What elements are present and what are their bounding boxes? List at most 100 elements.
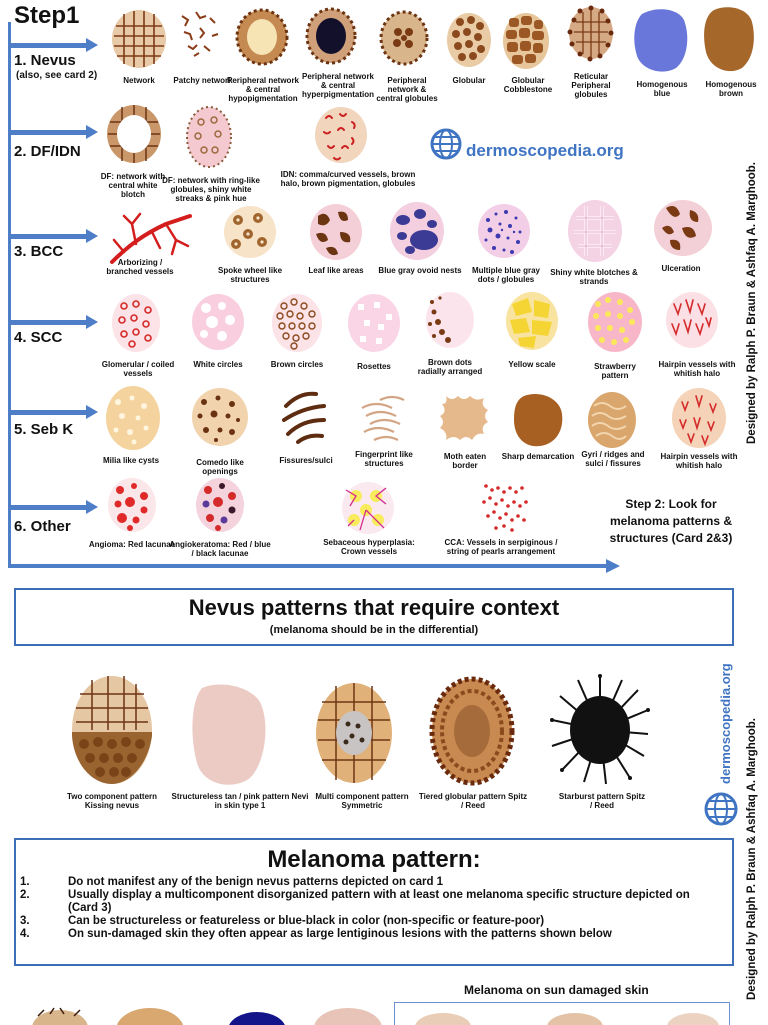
melanoma-list-item: 3.Can be structureless or featureless or… [20, 915, 720, 928]
lesion-patchy-network [181, 11, 219, 57]
melanoma-item-num: 2. [20, 889, 30, 901]
lesion-ovoid-nests [390, 202, 444, 260]
row-label-bcc: 3. BCC [14, 243, 64, 260]
caption-strawberry: Strawberry pattern [594, 362, 636, 380]
context-title: Nevus patterns that require context [188, 595, 560, 620]
lesion-spoke-wheel [224, 206, 276, 258]
caption-periph-hypo: Peripheral network & central hypopigment… [226, 76, 300, 103]
caption-starburst: Starburst pattern Spitz / Reed [558, 792, 646, 810]
lesion-sun-damaged-4 [314, 1008, 382, 1025]
melanoma-item-num: 4. [20, 928, 30, 940]
caption-sharp-demarcation: Sharp demarcation [501, 452, 575, 461]
caption-yellow-scale: Yellow scale [508, 360, 556, 369]
lesion-strawberry [588, 292, 642, 352]
lesion-reticular-globules [567, 5, 614, 62]
lesion-white-circles [192, 294, 244, 350]
flow-bottom-arrow [8, 559, 620, 573]
globe-icon [704, 792, 738, 826]
lesion-fingerprint [361, 395, 405, 441]
caption-periph-globules: Peripheral network & central globules [376, 76, 438, 103]
caption-ovoid-nests: Blue gray ovoid nests [378, 266, 462, 275]
caption-ulceration: Ulceration [661, 264, 701, 273]
caption-multi-component: Multi component pattern Symmetric [315, 792, 409, 810]
melanoma-item-num: 3. [20, 915, 30, 927]
caption-sebaceous: Sebaceous hyperplasia: Crown vessels [323, 538, 415, 556]
caption-angioma: Angioma: Red lacunae [88, 540, 176, 549]
caption-patchy-network: Patchy network [173, 76, 233, 85]
lesion-df-ring [186, 106, 232, 168]
lesion-leaf-like [310, 204, 362, 260]
caption-fissures: Fissures/sulci [279, 456, 333, 465]
credit-vertical-top: Designed by Ralph P. Braun & Ashfaq A. M… [746, 162, 758, 444]
caption-tiered-globular: Tiered globular pattern Spitz / Reed [418, 792, 528, 810]
caption-hairpin-scc: Hairpin vessels with whitish halo [658, 360, 736, 378]
melanoma-item-text: Do not manifest any of the benign nevus … [68, 876, 444, 888]
lesion-tiered-globular [429, 676, 515, 786]
lesion-comedo [192, 388, 248, 446]
caption-idn: IDN: comma/curved vessels, brown halo, b… [280, 170, 416, 188]
row-label-df: 2. DF/IDN [14, 143, 81, 160]
row-arrow-scc [10, 315, 98, 329]
sun-damaged-frame [394, 1002, 730, 1025]
caption-moth-eaten: Moth eaten border [443, 452, 487, 470]
lesion-angioma [108, 478, 156, 532]
melanoma-item-text: On sun-damaged skin they often appear as… [68, 928, 612, 940]
lesion-milia [106, 386, 160, 450]
lesion-angiokeratoma [196, 478, 244, 532]
row-arrow-other [10, 500, 98, 514]
context-box: Nevus patterns that require context (mel… [14, 588, 734, 646]
caption-milia: Milia like cysts [102, 456, 160, 465]
caption-comedo: Comedo like openings [196, 458, 244, 476]
caption-rosettes: Rosettes [357, 362, 391, 371]
lesion-sun-damaged-5 [415, 1013, 471, 1025]
row-label-other: 6. Other [14, 518, 71, 535]
row-label-scc: 4. SCC [14, 329, 63, 346]
logo-text-top: dermoscopedia.org [466, 141, 624, 160]
lesion-gyri [588, 392, 636, 448]
flow-vertical-line [8, 22, 11, 568]
lesion-df-network [107, 105, 161, 163]
caption-cobblestone: Globular Cobblestone [503, 76, 553, 94]
lesion-ulceration [654, 200, 712, 256]
lesion-fissures [282, 391, 326, 444]
caption-leaf-like: Leaf like areas [308, 266, 364, 275]
melanoma-list-item: 4. On sun-damaged skin they often appear … [20, 928, 720, 941]
lesion-structureless-tan [192, 684, 266, 785]
row-label-nevus: 1. Nevus [14, 52, 76, 69]
lesion-starburst [550, 674, 650, 785]
caption-two-component: Two component pattern Kissing nevus [66, 792, 158, 810]
lesion-cca [482, 484, 528, 532]
lesion-periph-hypo [235, 8, 289, 66]
row-label-sebk: 5. Seb K [14, 421, 74, 438]
caption-network: Network [123, 76, 155, 85]
caption-hairpin-sebk: Hairpin vessels with whitish halo [660, 452, 738, 470]
lesion-two-component [72, 676, 152, 784]
lesion-homogenous-blue [634, 9, 688, 72]
lesion-hairpin-sebk [672, 388, 726, 448]
caption-arborizing: Arborizing / branched vessels [106, 258, 174, 276]
lesion-sun-damaged-2 [116, 1008, 184, 1025]
melanoma-list-item: 2.Usually display a multicomponent disor… [20, 889, 720, 915]
caption-globular: Globular [452, 76, 486, 85]
lesion-brown-circles [272, 294, 322, 352]
lesion-glomerular [112, 294, 160, 352]
caption-structureless-tan: Structureless tan / pink pattern Nevi in… [171, 792, 309, 810]
melanoma-list: 1.Do not manifest any of the benign nevu… [20, 876, 720, 941]
row-arrow-sebk [10, 405, 98, 419]
lesion-sun-damaged-7 [667, 1013, 719, 1025]
lesion-periph-hyper [305, 7, 357, 65]
caption-cca: CCA: Vessels in serpiginous / string of … [444, 538, 558, 556]
credit-vertical-bottom: Designed by Ralph P. Braun & Ashfaq A. M… [746, 718, 758, 1000]
step1-title: Step1 [14, 2, 80, 29]
context-subtitle: (melanoma should be in the differential) [269, 624, 479, 636]
step2-text: Step 2: Look for melanoma patterns & str… [609, 497, 733, 545]
lesion-shiny-white [568, 200, 622, 262]
melanoma-list-item: 1.Do not manifest any of the benign nevu… [20, 876, 720, 889]
globe-icon [430, 128, 462, 160]
lesion-sun-damaged-6 [547, 1013, 603, 1025]
lesion-idn [315, 107, 367, 163]
row-arrow-bcc [10, 229, 98, 243]
lesion-arborizing [110, 212, 192, 264]
caption-fingerprint: Fingerprint like structures [355, 450, 413, 468]
lesion-sebaceous [342, 482, 394, 534]
